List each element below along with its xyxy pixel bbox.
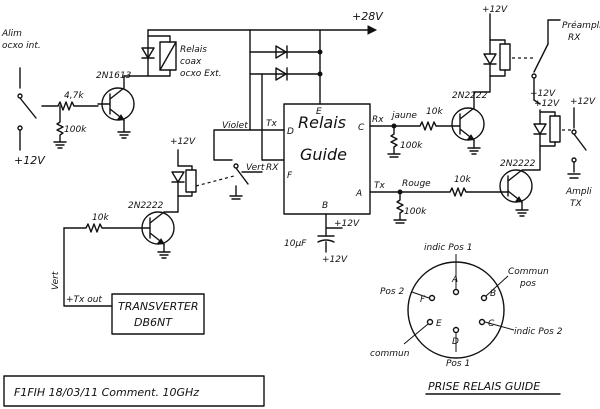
preampli-1: Préampli [562, 20, 600, 31]
rx-left-label: RX [266, 163, 279, 173]
conn-indic-pos1: indic Pos 1 [424, 243, 472, 253]
conn-pin-a: A [451, 275, 458, 285]
conn-indic-pos2: indic Pos 2 [514, 327, 563, 337]
footer-text: F1FIH 18/03/11 Comment. 10GHz [14, 386, 199, 399]
preampli-2: RX [568, 33, 581, 43]
relais-coax-3: ocxo Ext. [180, 69, 222, 79]
plus12-cap: +12V [322, 255, 348, 265]
rx-right-label: Rx [372, 115, 384, 125]
plus12-relrx: +12V [482, 5, 508, 15]
relais-guide-title-2: Guide [300, 145, 347, 164]
conn-pos1: Pos 1 [446, 359, 470, 369]
conn-pos2: Pos 2 [380, 287, 404, 297]
relais-coax-2: coax [180, 57, 202, 67]
pin-f: F [287, 171, 293, 181]
transverter-2: DB6NT [134, 316, 173, 329]
ampli-1: Ampli [565, 187, 592, 197]
tx-top-label: Tx [266, 119, 277, 129]
violet-vert-switch [195, 135, 263, 200]
r-100k-b: 100k [404, 207, 427, 217]
conn-title: PRISE RELAIS GUIDE [428, 380, 540, 393]
r-10k-c: 10k [92, 213, 109, 223]
alim-label-2: ocxo int. [2, 41, 41, 51]
tx-branch [369, 107, 587, 224]
r-10k-a: 10k [426, 107, 443, 117]
ampli-2: TX [570, 199, 582, 209]
relais-coax [141, 35, 177, 77]
mid-relay [63, 149, 197, 307]
t-2n2222-a: 2N2222 [452, 91, 488, 101]
relais-guide-box [213, 95, 371, 229]
pin-c: C [358, 123, 365, 133]
footer-box [3, 375, 265, 407]
plus12-r2: +12V [570, 97, 596, 107]
tx-out-label: +Tx out [66, 295, 102, 305]
t-2n2222-b: 2N2222 [500, 159, 536, 169]
conn-pin-f: F [420, 295, 426, 305]
plus12-lowrel: +12V [534, 99, 560, 109]
pin-e: E [316, 107, 322, 117]
vert-mid-label: Vert [246, 163, 265, 173]
capacitor [317, 227, 335, 253]
t-2n2222-c: 2N2222 [128, 201, 164, 211]
pin-d: D [287, 127, 294, 137]
transverter-box [111, 293, 205, 335]
relais-guide-title-1: Relais [298, 113, 346, 132]
conn-pin-c: C [488, 319, 495, 329]
pin-a: A [355, 189, 362, 199]
conn-commun-pos-2: pos [519, 279, 536, 289]
plus28-label: +28V [352, 10, 384, 23]
pin-b: B [322, 201, 328, 211]
conn-commun: commun [370, 349, 410, 359]
vert-bottom-label: Vert [51, 271, 61, 290]
r-100k-left: 100k [64, 125, 87, 135]
t-2n1613: 2N1613 [96, 71, 132, 81]
r-47k: 4,7k [64, 91, 84, 101]
tx-right-label: Tx [374, 181, 385, 191]
plus12-mid: +12V [170, 137, 196, 147]
relais-coax-1: Relais [180, 45, 207, 55]
conn-pin-e: E [436, 319, 442, 329]
rouge-label: Rouge [402, 179, 431, 189]
connector-prise-relais-guide [403, 254, 561, 395]
conn-commun-pos-1: Commun [508, 267, 549, 277]
jaune-label: jaune [390, 111, 417, 121]
plus12-r1: +12V [530, 89, 556, 99]
cap-label: 10µF [284, 239, 307, 249]
conn-pin-b: B [490, 289, 496, 299]
r-10k-b: 10k [454, 175, 471, 185]
rx-branch [369, 13, 561, 158]
violet-label: Violet [222, 121, 248, 131]
r-100k-a: 100k [400, 141, 423, 151]
plus12-cap-top: +12V [334, 219, 360, 229]
transverter-1: TRANSVERTER [118, 300, 199, 313]
conn-pin-d: D [452, 337, 459, 347]
alim-label-1: Alim [1, 29, 22, 39]
plus12-left: +12V [14, 154, 46, 167]
